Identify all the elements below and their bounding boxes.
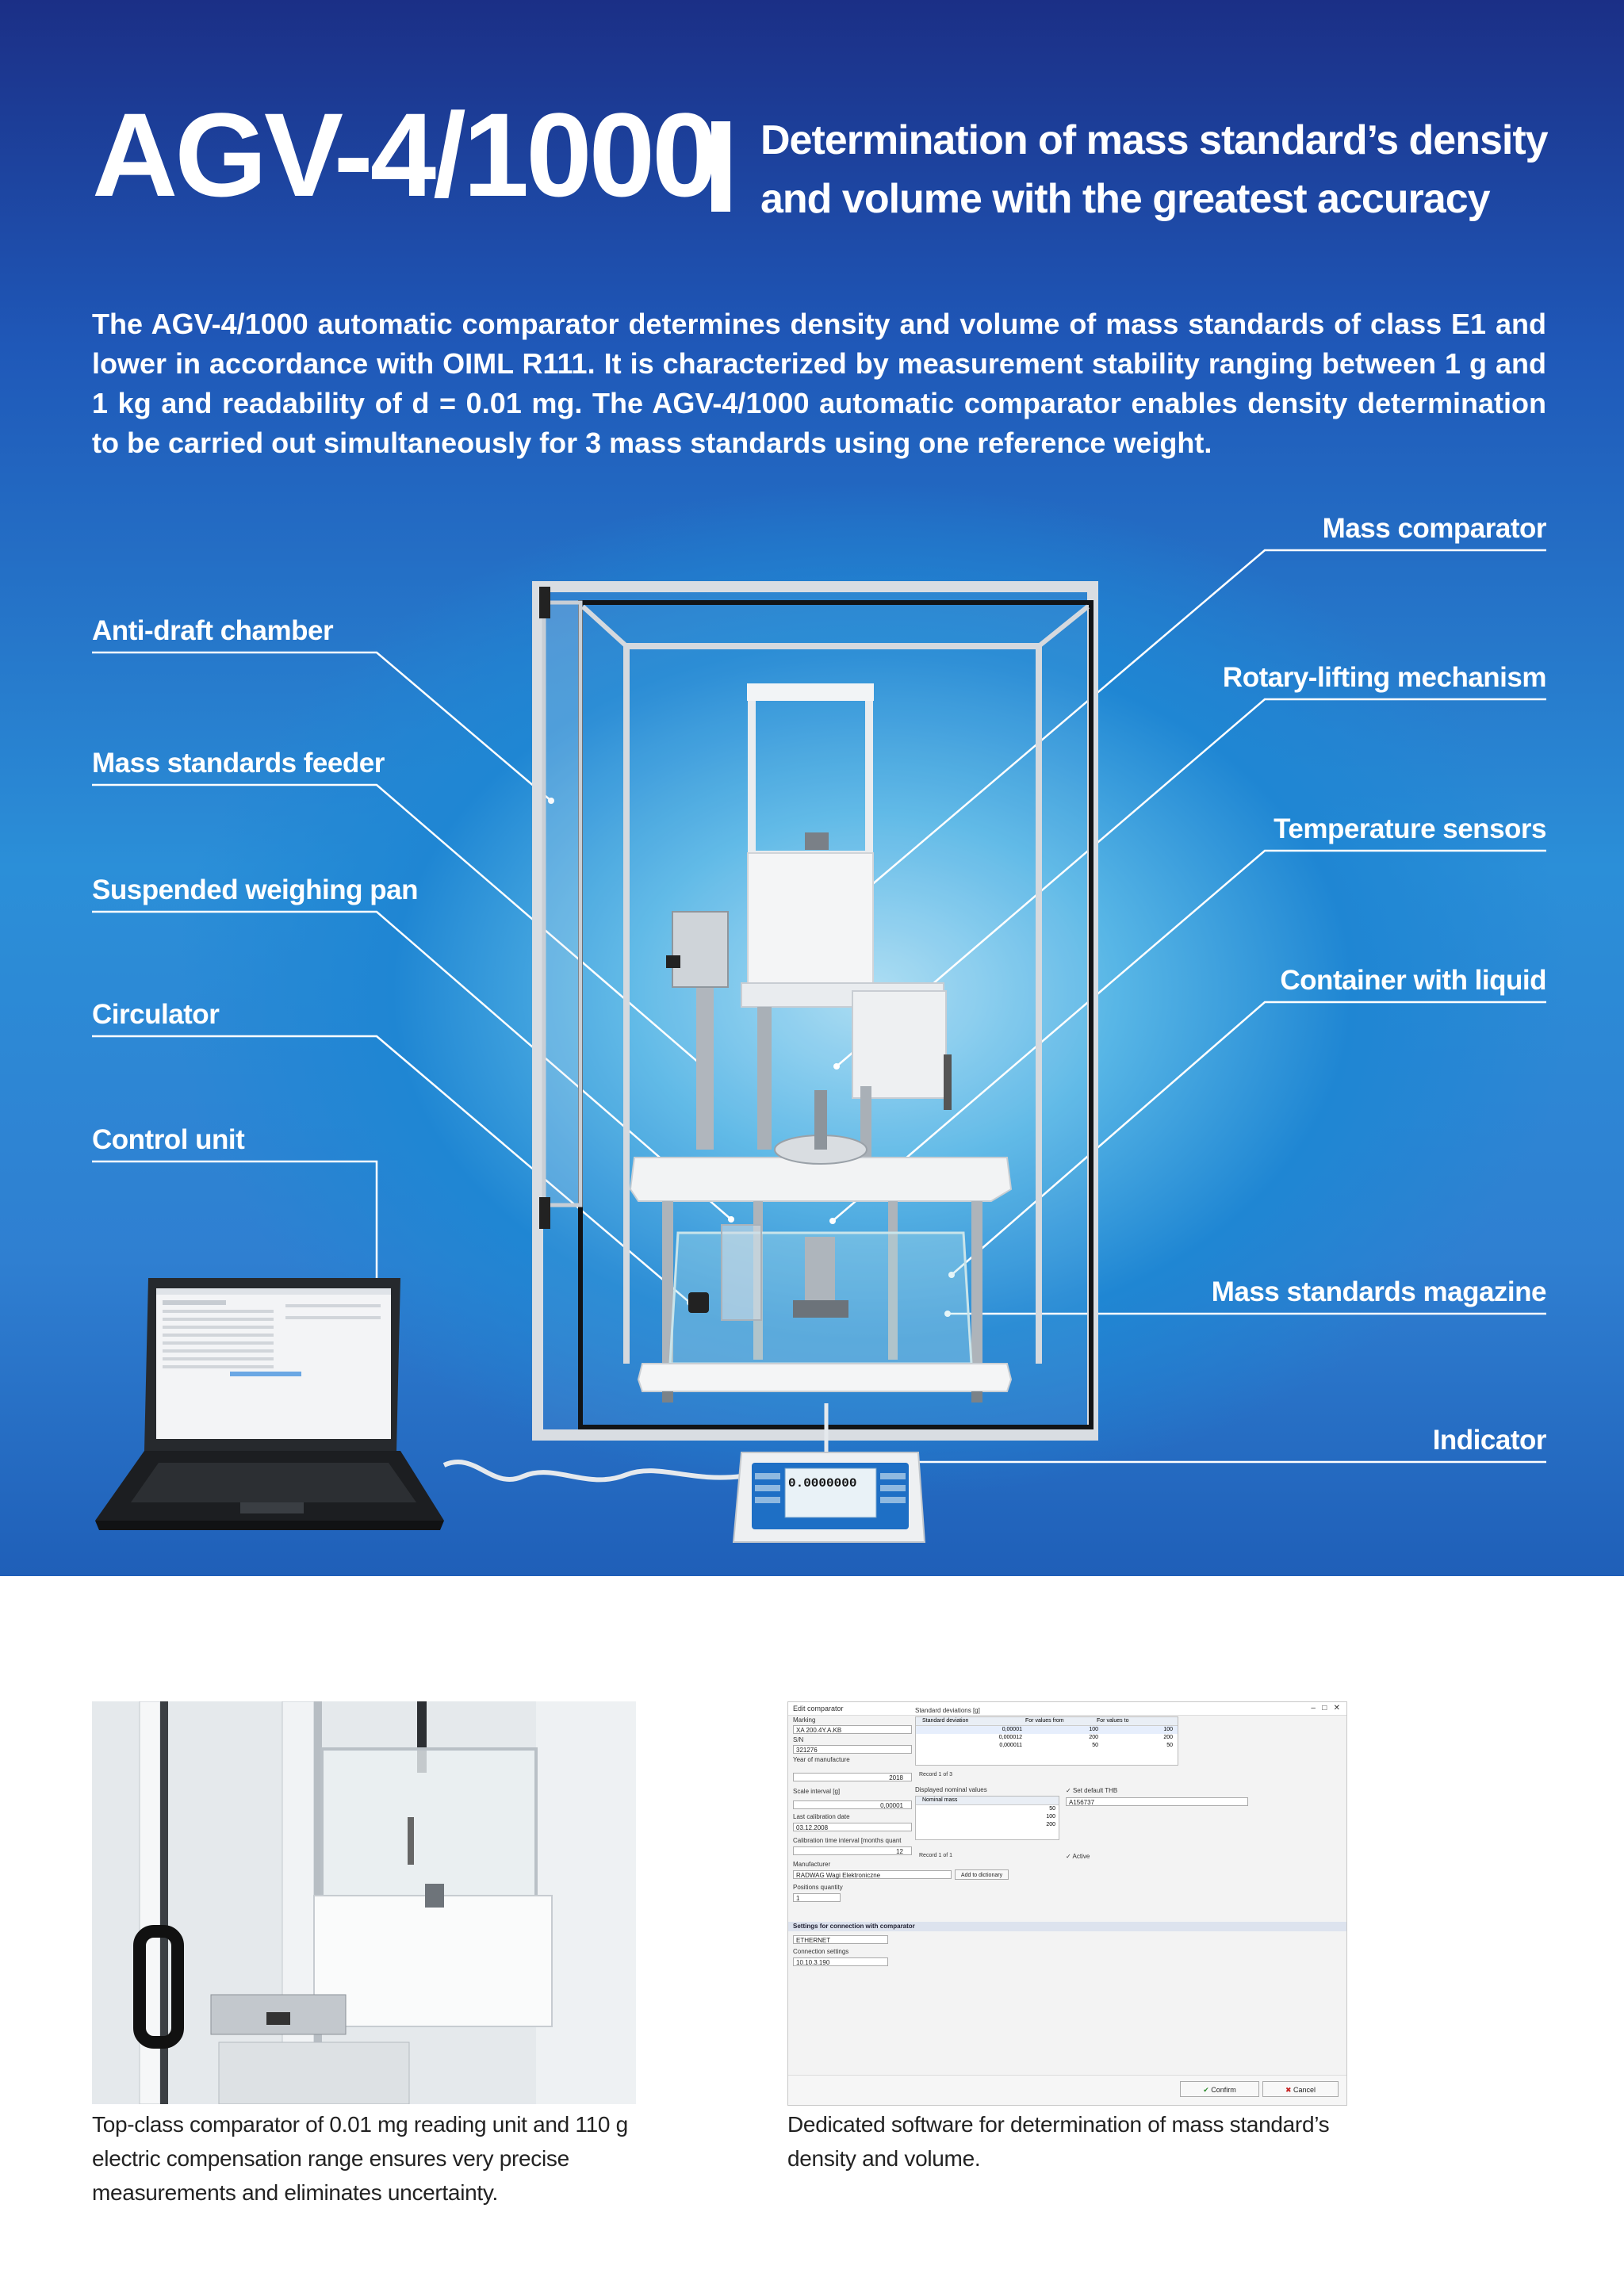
callout-mass-comparator: Mass comparator [1322,513,1547,544]
callout-control-unit: Control unit [92,1124,245,1155]
table-row[interactable]: 0,000011 50 50 [916,1742,1178,1750]
sw-record-nav[interactable]: Record 1 of 3 [919,1772,953,1777]
sw-set-default-checkbox[interactable]: ✓ Set default THB [1066,1787,1118,1794]
sw-sn-label: S/N [793,1736,804,1743]
sw-positions-select[interactable]: 1 [793,1893,841,1902]
sw-sd-col: For values to [1097,1718,1129,1724]
sw-sd-cell: 200 [1089,1735,1098,1740]
sw-window-controls[interactable]: – □ ✕ [1311,1704,1340,1712]
check-icon: ✔ [1203,2086,1209,2094]
sw-conn-settings-label: Connection settings [793,1948,849,1955]
hero-section: 0.0000000 AGV-4/1000 Determination of ma… [0,0,1624,1576]
close-icon: ✖ [1285,2086,1292,2094]
callout-circulator: Circulator [92,999,220,1030]
sw-cancel-button[interactable]: ✖ Cancel [1262,2081,1339,2097]
line-suspended-weighing-pan [92,910,732,1220]
subtitle-line-1: Determination of mass standard’s density [760,117,1549,163]
sw-scale-input[interactable]: 0,00001 [793,1800,912,1809]
title-divider [711,121,730,212]
sw-sn-input[interactable]: 321276 [793,1745,912,1754]
sw-nominal-table[interactable]: Nominal mass 50 100 200 [915,1796,1059,1840]
sw-sd-header: Standard deviations [g] [915,1707,980,1714]
sw-confirm-label: Confirm [1211,2086,1236,2094]
callout-suspended-weighing-pan: Suspended weighing pan [92,874,418,905]
table-row[interactable]: 200 [1046,1822,1055,1827]
sw-scale-label: Scale interval [g] [793,1788,841,1795]
sw-confirm-button[interactable]: ✔ Confirm [1180,2081,1259,2097]
sw-manufacturer-select[interactable]: RADWAG Wagi Elektroniczne [793,1870,952,1879]
sw-section-connection: Settings for connection with comparator [788,1922,1346,1931]
sw-sd-cell: 200 [1163,1735,1173,1740]
sw-active-label: Active [1072,1853,1090,1860]
comparator-photo-art [92,1701,636,2104]
callout-indicator: Indicator [1432,1425,1547,1456]
line-mass-standards-feeder [92,783,707,1070]
sw-sd-table[interactable]: Standard deviation For values from For v… [915,1716,1178,1766]
sw-cancel-label: Cancel [1293,2086,1316,2094]
sw-manufacturer-label: Manufacturer [793,1861,831,1868]
sw-calib-label: Last calibration date [793,1813,850,1820]
callout-rotary-lifting-mechanism: Rotary-lifting mechanism [1222,662,1547,693]
caption-software: Dedicated software for determination of … [787,2112,1330,2171]
sw-sd-cell: 100 [1163,1727,1173,1732]
comparator-illustration: 0.0000000 [95,581,1098,1543]
callout-temperature-sensors: Temperature sensors [1274,813,1546,844]
sw-conn-ip-input[interactable]: 10.10.3.190 [793,1957,888,1966]
sw-marking-input[interactable]: XA 200.4Y.A.KB [793,1725,912,1734]
sw-interval-label: Calibration time interval [months quant [793,1837,902,1844]
sw-marking-label: Marking [793,1716,816,1724]
sw-add-dictionary-button[interactable]: Add to dictionary [955,1869,1009,1880]
sw-record-nav-2[interactable]: Record 1 of 1 [919,1853,953,1858]
sw-sd-cell: 0,00001 [1002,1727,1022,1732]
table-row[interactable]: 0,00001 100 100 [916,1726,1178,1734]
indicator-display: 0.0000000 [788,1476,856,1490]
caption-comparator: Top-class comparator of 0.01 mg reading … [92,2112,628,2205]
line-anti-draft-chamber [92,651,552,802]
sw-sd-cell: 0,000012 [998,1735,1022,1740]
sw-titlebar [788,1702,1346,1716]
sw-sd-cell: 0,000011 [999,1743,1022,1748]
page-subtitle: Determination of mass standard’s density… [760,111,1553,228]
sw-window-title: Edit comparator [793,1705,844,1712]
software-screenshot: Edit comparator – □ ✕ Marking XA 200.4Y.… [787,1701,1347,2106]
sw-interval-input[interactable]: 12 [793,1846,912,1855]
callout-mass-standards-magazine: Mass standards magazine [1211,1276,1547,1307]
sw-footer [788,2075,1346,2105]
line-control-unit [92,1160,378,1284]
sw-sd-cell: 100 [1089,1727,1098,1732]
callout-lines [0,0,1624,1576]
sw-sd-cell: 50 [1092,1743,1098,1748]
sw-thb-select[interactable]: A156737 [1066,1797,1248,1806]
callout-container-with-liquid: Container with liquid [1280,965,1546,996]
sw-sd-cell: 50 [1166,1743,1173,1748]
line-circulator [92,1035,691,1303]
line-mass-comparator [869,549,1546,887]
intro-paragraph: The AGV-4/1000 automatic comparator dete… [92,308,1546,459]
sw-year-label: Year of manufacture [793,1756,850,1763]
table-row[interactable]: 50 [1049,1806,1055,1812]
comparator-photo [92,1701,636,2104]
sw-nominal-col: Nominal mass [916,1797,1059,1805]
sw-sd-col: Standard deviation [922,1718,969,1724]
sw-year-input[interactable]: 2018 [793,1773,912,1781]
page-title: AGV-4/1000 [92,88,718,221]
sw-sd-col: For values from [1025,1718,1064,1724]
sw-positions-label: Positions quantity [793,1884,843,1891]
sw-sd-header-row: Standard deviation For values from For v… [916,1717,1178,1726]
callout-mass-standards-feeder: Mass standards feeder [92,748,385,779]
sw-nominal-header: Displayed nominal values [915,1786,987,1793]
sw-active-checkbox[interactable]: ✓ Active [1066,1853,1090,1860]
subtitle-line-2: and volume with the greatest accuracy [760,176,1491,222]
table-row[interactable]: 0,000012 200 200 [916,1734,1178,1742]
sw-set-default-label: Set default THB [1072,1787,1118,1794]
line-rotary-lifting [836,698,1546,1067]
callout-anti-draft-chamber: Anti-draft chamber [92,615,334,646]
sw-conn-type-select[interactable]: ETHERNET [793,1935,888,1944]
line-container-liquid [951,1001,1546,1276]
table-row[interactable]: 100 [1046,1814,1055,1820]
line-temperature-sensors [832,849,1546,1222]
sw-calib-input[interactable]: 03.12.2008 [793,1823,912,1831]
